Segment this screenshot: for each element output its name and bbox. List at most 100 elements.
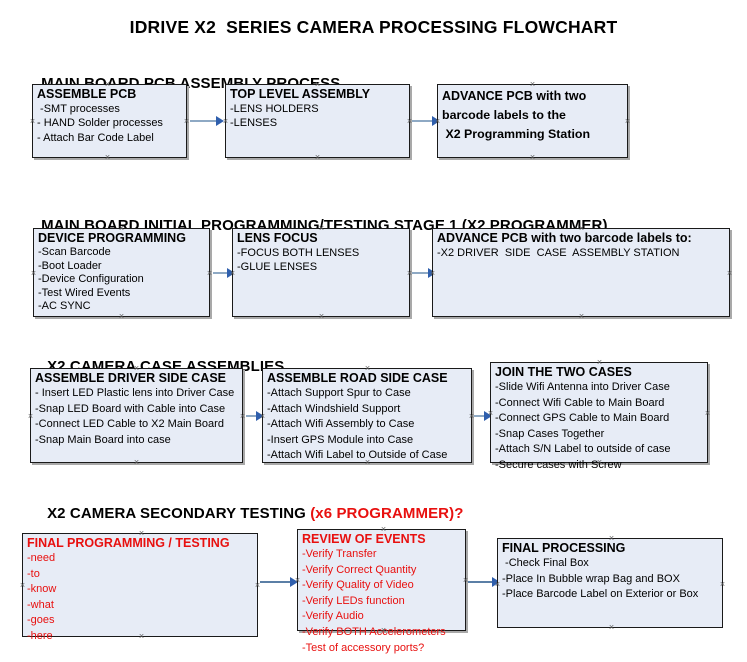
connection-handle-left[interactable]: × xyxy=(434,116,441,126)
box-line: -LENSES xyxy=(230,117,278,130)
connection-handle-top[interactable]: × xyxy=(529,79,536,89)
connection-handle-right[interactable]: × xyxy=(624,116,631,126)
connection-handle-bottom[interactable]: × xyxy=(138,631,145,641)
box-line: -Connect GPS Cable to Main Board xyxy=(495,412,670,425)
connection-handle-bottom[interactable]: × xyxy=(118,311,125,321)
arrow-final-programming-to-review-of-events xyxy=(260,577,298,587)
arrow-head xyxy=(484,411,492,421)
box-final-programming-testing[interactable]: FINAL PROGRAMMING / TESTING -need -to -k… xyxy=(19,528,261,642)
box-join-the-two-cases[interactable]: JOIN THE TWO CASES -Slide Wifi Antenna i… xyxy=(487,357,711,471)
connection-handle-top[interactable]: × xyxy=(608,533,615,543)
box-line: - Attach Bar Code Label xyxy=(37,131,154,144)
connection-handle-bottom[interactable]: × xyxy=(314,152,321,162)
connection-handle-top[interactable]: × xyxy=(118,223,125,233)
box-title: REVIEW OF EVENTS xyxy=(302,532,426,546)
connection-handle-left[interactable]: × xyxy=(259,411,266,421)
box-lens-focus[interactable]: LENS FOCUS -FOCUS BOTH LENSES -GLUE LENS… xyxy=(229,223,413,321)
box-top-level-assembly[interactable]: TOP LEVEL ASSEMBLY -LENS HOLDERS -LENSES… xyxy=(222,79,413,162)
connection-handle-top[interactable]: × xyxy=(364,363,371,373)
box-title: TOP LEVEL ASSEMBLY xyxy=(230,87,371,101)
connection-handle-right[interactable]: × xyxy=(206,268,213,278)
arrow-head xyxy=(290,577,298,587)
connection-handle-top[interactable]: × xyxy=(578,223,585,233)
connection-handle-right[interactable]: × xyxy=(462,575,469,585)
box-line: -Verify Transfer xyxy=(302,548,377,560)
arrow-review-of-events-to-final-processing xyxy=(468,577,500,587)
box-line: -Attach Support Spur to Case xyxy=(267,387,411,399)
connection-handle-right[interactable]: × xyxy=(468,411,475,421)
box-assemble-driver-side-case[interactable]: ASSEMBLE DRIVER SIDE CASE - Insert LED P… xyxy=(27,363,246,467)
arrow-assemble-pcb-to-top-level xyxy=(190,116,224,126)
connection-handle-left[interactable]: × xyxy=(19,580,26,590)
box-title: ASSEMBLE PCB xyxy=(37,87,137,101)
box-line: -FOCUS BOTH LENSES xyxy=(237,247,360,259)
box-device-programming[interactable]: DEVICE PROGRAMMING -Scan Barcode -Boot L… xyxy=(30,223,213,321)
connection-handle-left[interactable]: × xyxy=(29,116,36,126)
box-line: barcode labels to the xyxy=(442,108,566,122)
section-heading-4: X2 CAMERA SECONDARY TESTING (x6 PROGRAMM… xyxy=(30,488,463,539)
box-line: -know xyxy=(27,583,57,596)
connection-handle-left[interactable]: × xyxy=(27,411,34,421)
connection-handle-left[interactable]: × xyxy=(30,268,37,278)
arrow-road-case-to-join-cases xyxy=(474,411,492,421)
connection-handle-right[interactable]: × xyxy=(704,408,711,418)
box-title: JOIN THE TWO CASES xyxy=(495,365,632,379)
box-title: FINAL PROGRAMMING / TESTING xyxy=(27,536,230,550)
connection-handle-left[interactable]: × xyxy=(222,116,229,126)
connection-handle-left[interactable]: × xyxy=(494,579,501,589)
box-line: -Insert GPS Module into Case xyxy=(267,433,414,446)
box-line: -Verify Audio xyxy=(302,610,364,623)
connection-handle-top[interactable]: × xyxy=(596,357,603,367)
box-line: -to xyxy=(27,567,40,580)
connection-handle-left[interactable]: × xyxy=(294,575,301,585)
connection-handle-left[interactable]: × xyxy=(487,408,494,418)
box-review-of-events[interactable]: REVIEW OF EVENTS -Verify Transfer -Verif… xyxy=(294,524,469,654)
connection-handle-right[interactable]: × xyxy=(254,580,261,590)
arrow-shaft xyxy=(190,120,216,122)
connection-handle-bottom[interactable]: × xyxy=(364,457,371,467)
box-assemble-road-side-case[interactable]: ASSEMBLE ROAD SIDE CASE -Attach Support … xyxy=(259,363,475,467)
connection-handle-top[interactable]: × xyxy=(318,223,325,233)
box-assemble-pcb[interactable]: ASSEMBLE PCB -SMT processes - HAND Solde… xyxy=(29,79,190,162)
box-line: -Boot Loader xyxy=(38,259,102,272)
box-line: -goes xyxy=(27,614,55,627)
connection-handle-bottom[interactable]: × xyxy=(104,152,111,162)
box-title: ADVANCE PCB with two barcode labels to: xyxy=(437,231,692,245)
connection-handle-top[interactable]: × xyxy=(314,79,321,89)
connection-handle-right[interactable]: × xyxy=(726,268,733,278)
connection-handle-bottom[interactable]: × xyxy=(133,457,140,467)
connection-handle-right[interactable]: × xyxy=(406,116,413,126)
box-line: -Device Configuration xyxy=(38,273,144,286)
connection-handle-right[interactable]: × xyxy=(239,411,246,421)
box-advance-pcb-programming-station[interactable]: ADVANCE PCB with two barcode labels to t… xyxy=(434,79,631,162)
connection-handle-left[interactable]: × xyxy=(229,268,236,278)
connection-handle-top[interactable]: × xyxy=(138,528,145,538)
connection-handle-bottom[interactable]: × xyxy=(318,311,325,321)
connection-handle-right[interactable]: × xyxy=(406,268,413,278)
arrow-head xyxy=(256,411,264,421)
connection-handle-top[interactable]: × xyxy=(104,79,111,89)
box-line: -X2 DRIVER SIDE CASE ASSEMBLY STATION xyxy=(437,247,680,259)
box-advance-pcb-driver-side-station[interactable]: ADVANCE PCB with two barcode labels to: … xyxy=(429,223,733,321)
box-line: -Verify Quality of Video xyxy=(302,579,414,592)
connection-handle-bottom[interactable]: × xyxy=(380,625,387,635)
connection-handle-right[interactable]: × xyxy=(183,116,190,126)
box-title: LENS FOCUS xyxy=(237,231,318,245)
box-line: -Snap Main Board into case xyxy=(35,433,171,446)
connection-handle-bottom[interactable]: × xyxy=(578,311,585,321)
connection-handle-left[interactable]: × xyxy=(429,268,436,278)
connection-handle-top[interactable]: × xyxy=(380,524,387,534)
arrow-driver-case-to-road-case xyxy=(246,411,264,421)
connection-handle-bottom[interactable]: × xyxy=(596,457,603,467)
box-title: DEVICE PROGRAMMING xyxy=(38,231,186,245)
box-title: ASSEMBLE DRIVER SIDE CASE xyxy=(35,371,227,385)
connection-handle-bottom[interactable]: × xyxy=(529,152,536,162)
connection-handle-top[interactable]: × xyxy=(133,363,140,373)
connection-handle-right[interactable]: × xyxy=(719,579,726,589)
arrow-top-level-to-advance-pcb xyxy=(412,116,440,126)
arrow-head xyxy=(227,268,235,278)
box-line: -Connect Wifi Cable to Main Board xyxy=(495,396,665,409)
box-final-processing[interactable]: FINAL PROCESSING -Check Final Box -Place… xyxy=(494,533,726,632)
connection-handle-bottom[interactable]: × xyxy=(608,622,615,632)
